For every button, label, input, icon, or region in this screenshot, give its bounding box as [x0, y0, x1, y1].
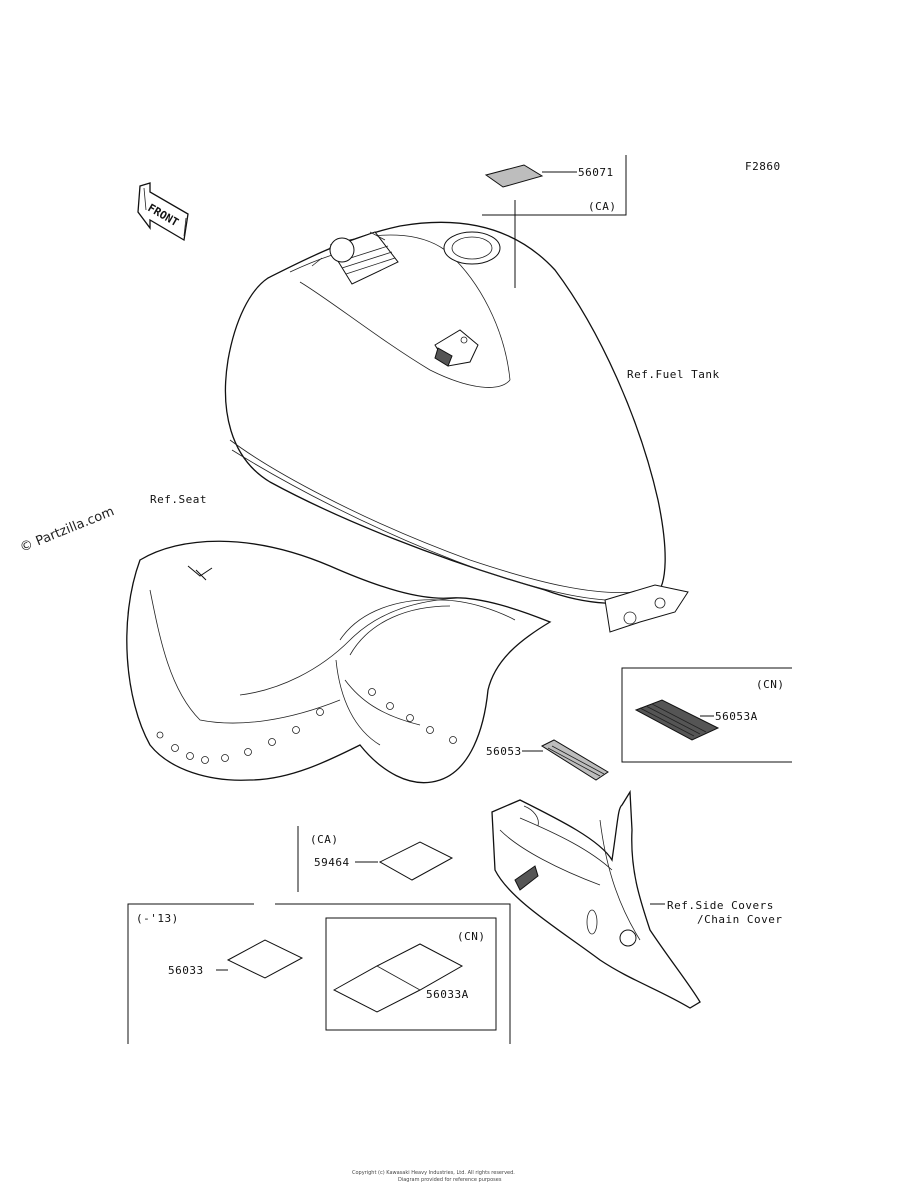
- part-56033A-label: 56033A: [426, 988, 469, 1001]
- bracket-ca-top: [482, 155, 627, 216]
- part-56053A-label: 56053A: [715, 710, 758, 723]
- region-tag-ca-mid: (CA): [310, 833, 339, 846]
- ref-seat-label: Ref.Seat: [150, 493, 207, 506]
- ref-side-covers-label-1: Ref.Side Covers: [667, 899, 774, 912]
- front-arrow-icon: FRONT: [137, 182, 189, 242]
- footer-line-1: Copyright (c) Kawasaki Heavy Industries,…: [352, 1170, 515, 1176]
- ref-fuel-tank-label: Ref.Fuel Tank: [627, 368, 720, 381]
- part-56033-left-label: 56033: [168, 964, 204, 977]
- figure-code: F2860: [745, 160, 781, 173]
- region-tag-cn-right: (CN): [756, 678, 785, 691]
- fuel-tank: [224, 221, 689, 633]
- bracket-ca-mid: [297, 826, 454, 892]
- footer-line-2: Diagram provided for reference purposes: [398, 1177, 502, 1183]
- part-56053-label: 56053: [486, 745, 522, 758]
- side-cover: [491, 789, 701, 1009]
- region-tag-cn-inner: (CN): [457, 930, 486, 943]
- box-cn-right: [621, 667, 792, 763]
- box-cn-inner: [325, 917, 497, 1031]
- decal-56053: [522, 739, 609, 781]
- watermark-text: © Partzilla.com: [18, 504, 117, 555]
- seat-studs: [156, 688, 457, 764]
- seat: [126, 540, 552, 784]
- box-year-13: [127, 903, 511, 1044]
- ref-side-covers-label-2: /Chain Cover: [697, 913, 782, 926]
- region-tag-ca-top: (CA): [588, 200, 617, 213]
- part-59464-label: 59464: [314, 856, 350, 869]
- region-tag-year: (-'13): [136, 912, 179, 925]
- part-56071-label: 56071: [578, 166, 614, 179]
- decal-56071: [484, 164, 577, 288]
- front-label: FRONT: [146, 201, 182, 229]
